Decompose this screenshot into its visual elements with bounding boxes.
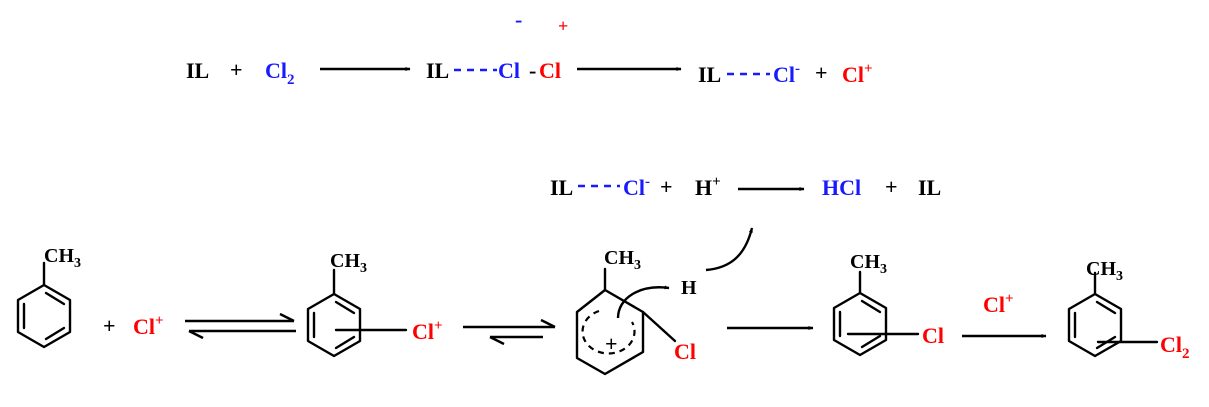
chlorotoluene-cl: Cl	[922, 323, 944, 348]
sigma-complex-methyl: CH3	[604, 247, 641, 273]
r2-h-symbol: H	[695, 175, 712, 200]
r1-cl2-symbol: Cl	[265, 58, 287, 83]
r1-plus-2: +	[815, 60, 828, 85]
pi-complex-cl: Cl+	[412, 318, 443, 344]
r1-complex-cl-red: Cl	[539, 58, 561, 83]
toluene: CH3	[16, 245, 81, 349]
chlorotoluene-double-bond-3	[860, 334, 882, 349]
r2-hcl: HCl	[822, 175, 861, 200]
r1-complex-il: IL	[426, 58, 449, 83]
sigma-complex-cl-bond	[641, 310, 677, 343]
r2-cl-symbol: Cl	[623, 175, 645, 200]
sigma-complex-cl: Cl	[674, 339, 696, 364]
dichlorotoluene-ch: CH	[1086, 258, 1116, 280]
r2-il-product: IL	[918, 175, 941, 200]
sigma-complex-h: H	[681, 277, 697, 299]
proton-release-arrow	[705, 227, 754, 272]
sigma-complex-sub: 3	[634, 258, 641, 273]
pi-complex-double-bond-1	[334, 300, 356, 315]
r1-product-cl-charge: -	[795, 61, 800, 77]
r1-complex-cl-blue: Cl	[498, 58, 520, 83]
sigma-complex-ch: CH	[604, 247, 634, 269]
r1-plus: +	[230, 57, 243, 82]
sigma-complex-delocalization	[581, 309, 636, 355]
r1-il: IL	[186, 58, 209, 83]
chlorotoluene-ring	[832, 291, 888, 357]
r2-il: IL	[550, 175, 573, 200]
sigma-complex: + CH3 Cl H	[575, 227, 754, 376]
chlorotoluene: CH3 Cl	[832, 251, 944, 357]
r2-cl-charge: -	[645, 174, 650, 190]
pi-complex-sub: 3	[360, 261, 367, 276]
mech-cl-cation-charge: +	[155, 313, 164, 329]
proton-transfer-arrow	[616, 285, 670, 319]
mech-plus: +	[103, 313, 116, 338]
chlorotoluene-double-bond-1	[860, 299, 882, 314]
dichlorotoluene-double-bond-1	[1095, 300, 1117, 315]
pi-complex-double-bond-3	[334, 335, 356, 350]
reaction-2: IL Cl- + H+ HCl + IL	[550, 174, 941, 200]
toluene-sub: 3	[74, 256, 81, 271]
toluene-methyl: CH3	[44, 245, 81, 271]
chlorotoluene-methyl: CH3	[850, 251, 887, 277]
r1-product-cl-symbol: Cl	[773, 62, 795, 87]
mech-cl-cation: Cl+	[133, 313, 164, 339]
r1-cl2: Cl2	[265, 58, 295, 88]
r1-product-il: IL	[698, 62, 721, 87]
toluene-double-bond-3	[44, 326, 66, 341]
toluene-double-bond-1	[44, 291, 66, 306]
r1-cl2-subscript: 2	[287, 72, 295, 88]
chlorotoluene-ch: CH	[850, 251, 880, 273]
r2-cl: Cl-	[623, 174, 650, 200]
mech-reagent-cl-symbol: Cl	[983, 292, 1005, 317]
mechanism: CH3 + Cl+ CH3 Cl+	[16, 227, 1190, 376]
r2-h: H+	[695, 174, 721, 200]
pi-complex-cl-charge: +	[434, 318, 443, 334]
r1-cl-cation: Cl+	[842, 61, 873, 87]
pi-complex: CH3 Cl+	[306, 250, 443, 358]
r1-cl-cation-symbol: Cl	[842, 62, 864, 87]
dichlorotoluene-cl-sub: 2	[1182, 346, 1190, 362]
dichlorotoluene-cl-symbol: Cl	[1160, 332, 1182, 357]
sigma-complex-plus: +	[605, 331, 618, 356]
dichlorotoluene-cl2: Cl2	[1160, 332, 1190, 362]
dichlorotoluene-methyl: CH3	[1086, 258, 1123, 284]
r1-partial-minus: -	[515, 7, 522, 32]
toluene-ring	[16, 283, 72, 349]
equilibrium-arrow-1	[185, 312, 296, 340]
chlorotoluene-sub: 3	[880, 262, 887, 277]
mech-reagent-cl: Cl+	[983, 291, 1014, 317]
r2-plus-2: +	[885, 174, 898, 199]
pi-complex-ring	[306, 292, 362, 358]
r2-h-charge: +	[712, 174, 721, 190]
r1-product-cl: Cl-	[773, 61, 800, 87]
equilibrium-arrow-2	[463, 318, 556, 346]
mech-reagent-cl-charge: +	[1005, 291, 1014, 307]
dichlorotoluene-ring	[1067, 292, 1123, 358]
r2-plus: +	[660, 174, 673, 199]
pi-complex-cl-symbol: Cl	[412, 319, 434, 344]
toluene-ch: CH	[44, 245, 74, 267]
pi-complex-ch: CH	[330, 250, 360, 272]
mech-cl-cation-symbol: Cl	[133, 314, 155, 339]
r1-partial-plus: +	[558, 16, 568, 36]
dichlorotoluene-sub: 3	[1116, 269, 1123, 284]
r1-cl-cation-charge: +	[864, 61, 873, 77]
reaction-1: IL + Cl2 - + IL Cl - Cl IL Cl- + Cl+	[186, 7, 873, 88]
pi-complex-methyl: CH3	[330, 250, 367, 276]
r1-complex-bond: -	[529, 58, 536, 83]
dichlorotoluene: CH3 Cl2	[1067, 258, 1190, 362]
